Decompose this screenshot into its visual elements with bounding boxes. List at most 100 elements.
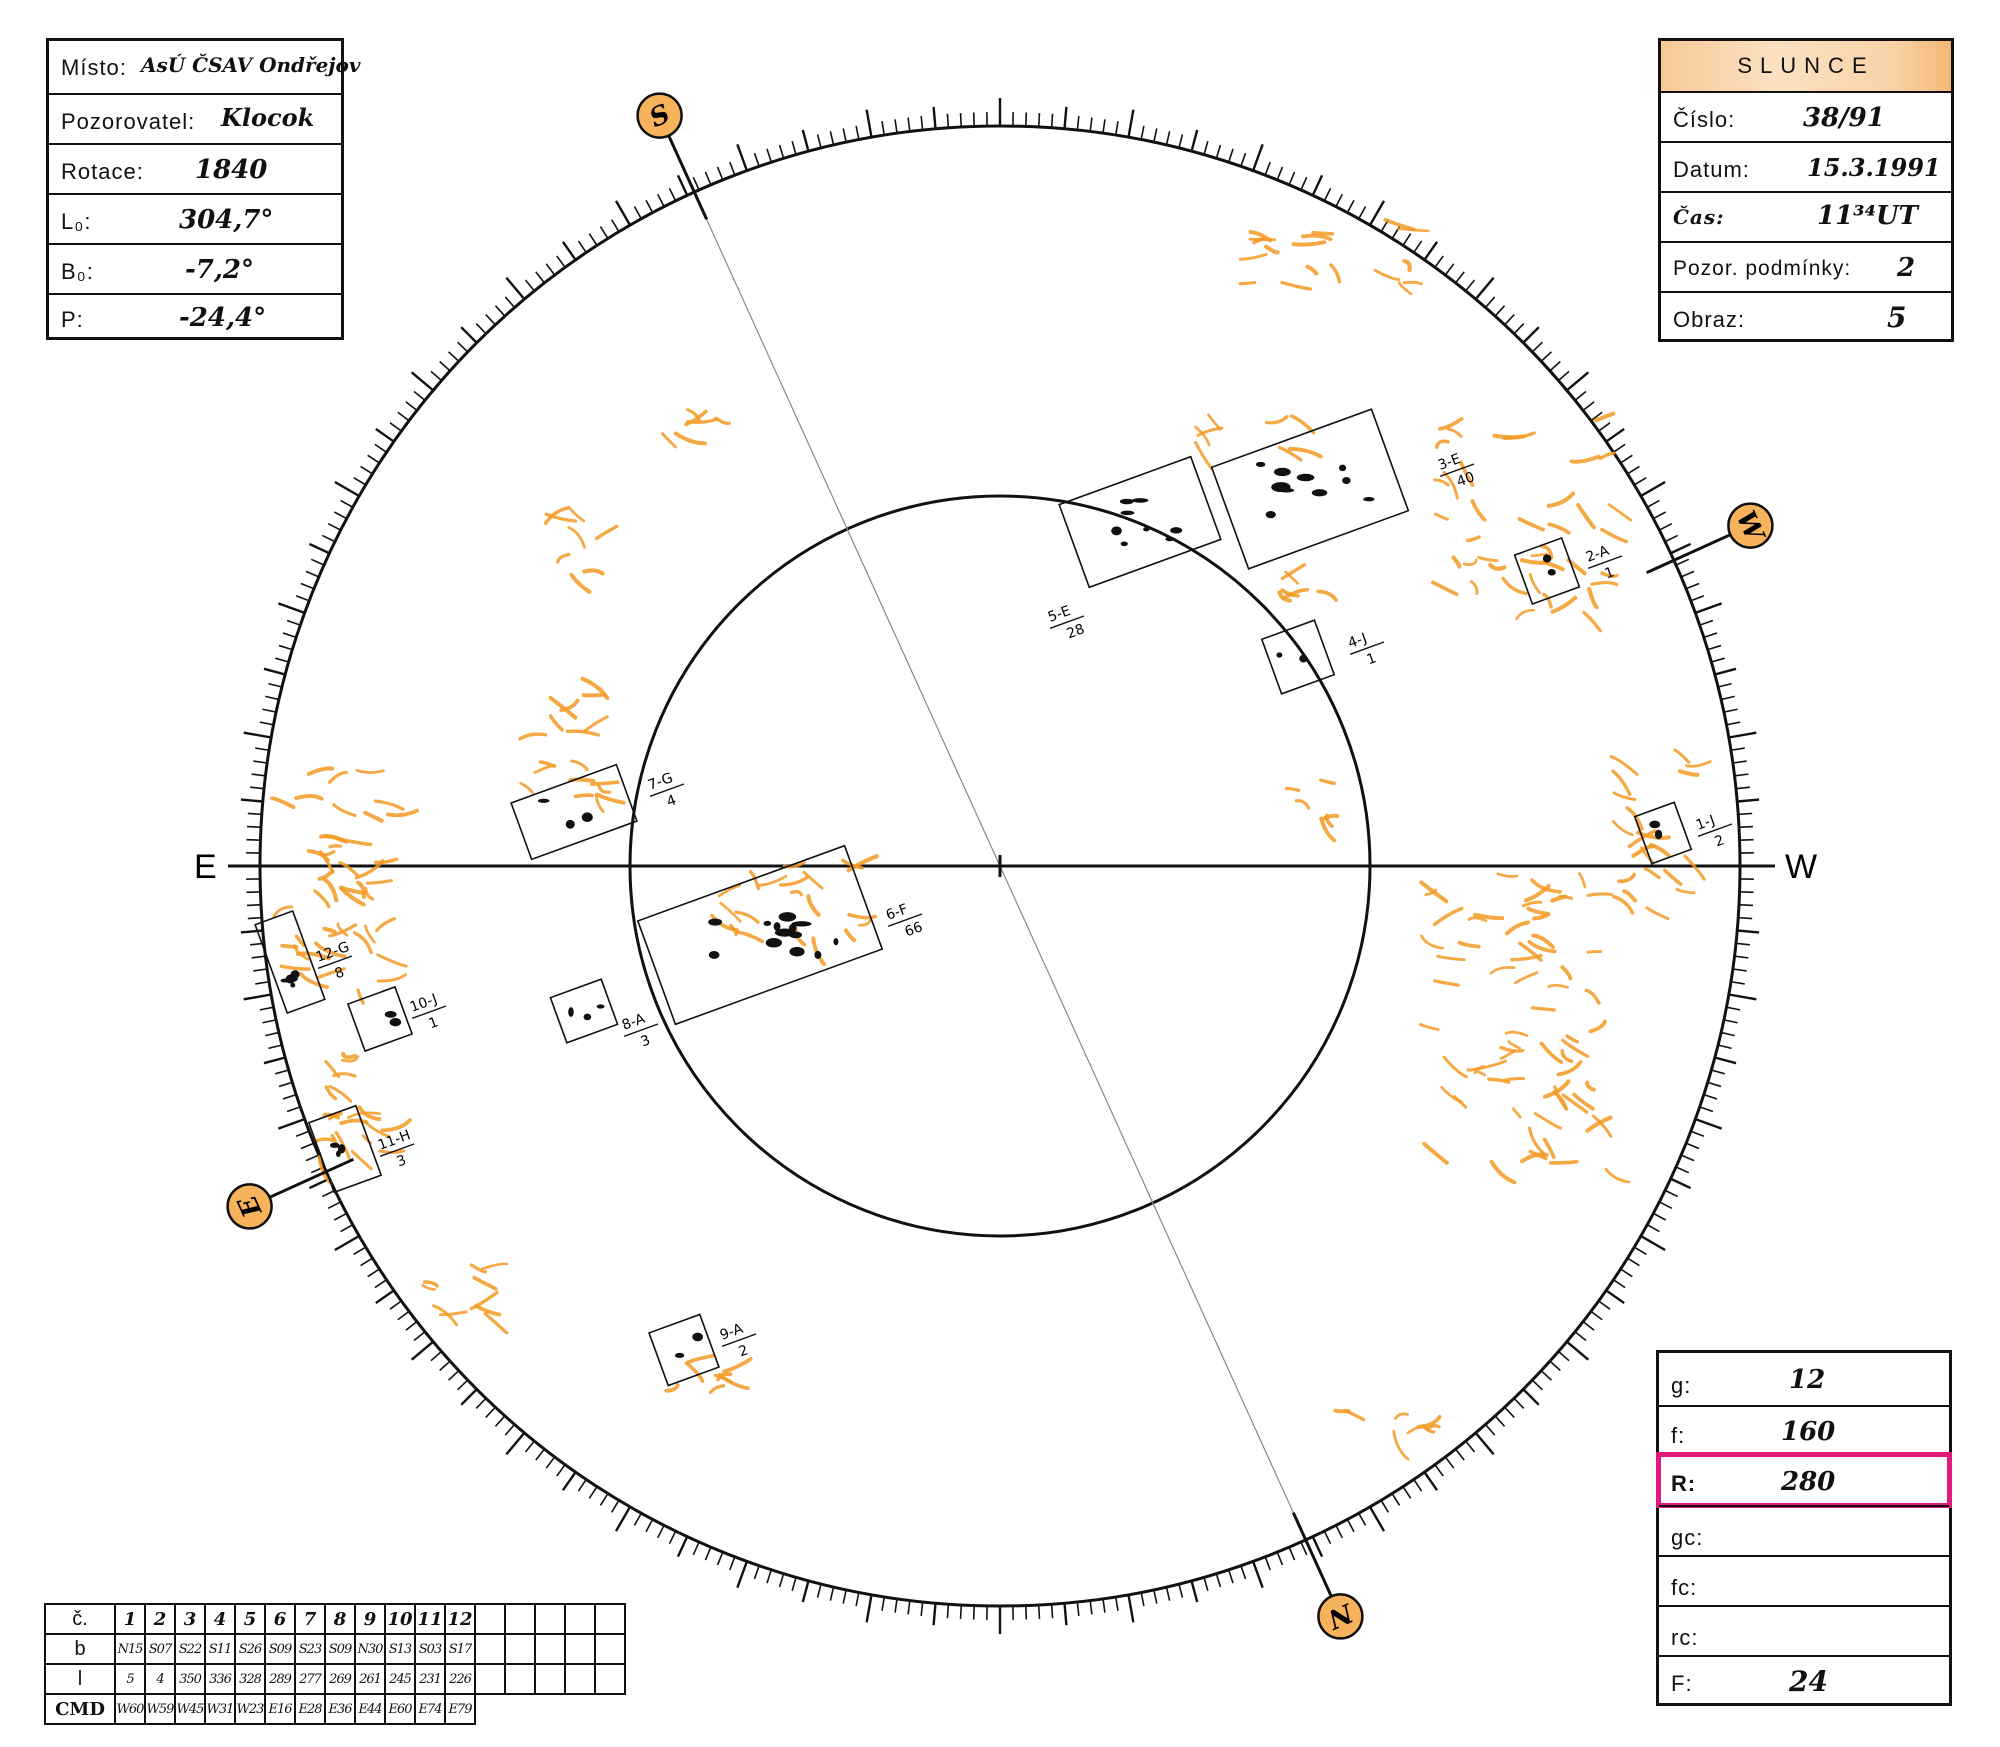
facula-stroke <box>1501 576 1529 596</box>
sunspot-group-count: 3 <box>395 1152 409 1170</box>
limb-tick <box>360 465 373 475</box>
l0-value: 304,7° <box>179 205 274 235</box>
table-cell: E60 <box>384 1693 416 1725</box>
facula-stroke <box>844 928 857 943</box>
facula-stroke <box>1305 264 1319 276</box>
limb-tick <box>295 595 310 602</box>
table-cell: 5 <box>234 1603 266 1635</box>
limb-tick <box>246 903 262 907</box>
facula-stroke <box>328 1084 353 1103</box>
sunspot <box>774 928 795 937</box>
table-cell <box>534 1663 566 1695</box>
facula-stroke <box>1422 1141 1449 1165</box>
limb-tick <box>524 279 535 292</box>
sunspot-group: 6-F66 <box>636 844 925 1026</box>
limb-tick <box>504 1423 516 1436</box>
limb-tick <box>1646 499 1660 508</box>
facula-stroke <box>664 1383 680 1393</box>
limb-tick <box>1658 1201 1673 1210</box>
facula-stroke <box>1519 1152 1545 1164</box>
limb-tick <box>801 129 810 152</box>
limb-tick <box>1127 109 1135 138</box>
limb-tick <box>545 1456 556 1469</box>
limb-tick <box>865 1594 873 1623</box>
table-row-label: CMD <box>44 1693 116 1725</box>
limb-tick <box>791 1577 797 1592</box>
sunspot-group-count: 40 <box>1455 469 1477 490</box>
sunspot-group-count: 1 <box>427 1014 441 1032</box>
p-value: -24,4° <box>179 303 267 333</box>
limb-tick <box>1738 825 1754 829</box>
limb-tick <box>1703 632 1718 639</box>
facula-stroke <box>1265 415 1289 425</box>
limb-tick <box>1714 1056 1737 1065</box>
sunspot-group-count: 3 <box>639 1032 653 1050</box>
sunspot <box>1165 536 1174 542</box>
limb-tick <box>439 360 451 372</box>
sun-title-row: SLUNCE <box>1661 41 1951 91</box>
sunspot <box>583 1013 592 1021</box>
limb-tick <box>308 542 330 555</box>
facula-stroke <box>1193 440 1214 471</box>
facula-stroke <box>421 1283 437 1291</box>
facula-stroke <box>1324 813 1334 829</box>
limb-tick <box>1203 140 1209 155</box>
facula-stroke <box>565 729 601 737</box>
limb-tick <box>1413 240 1423 253</box>
r-label: R: <box>1671 1471 1697 1496</box>
observer-value: Klocok <box>221 103 315 132</box>
facula-stroke <box>1277 445 1303 462</box>
sunspot-group: 10-J1 <box>346 985 447 1053</box>
facula-stroke <box>363 1120 391 1138</box>
facula-stroke <box>1547 983 1569 989</box>
limb-tick <box>920 116 924 131</box>
limb-tick <box>1504 1406 1515 1418</box>
table-cell: 9 <box>354 1603 386 1635</box>
facula-stroke <box>673 431 707 446</box>
sunspot-group-label: 5-E <box>1046 603 1073 626</box>
stat-row-f: f: 160 <box>1659 1405 1949 1455</box>
limb-tick <box>1734 773 1749 777</box>
limb-tick <box>599 1493 609 1506</box>
facula-stroke <box>1294 799 1311 810</box>
conditions-label: Pozor. podmínky: <box>1673 257 1852 280</box>
table-row-label: l <box>44 1663 116 1695</box>
facula-stroke <box>778 875 810 887</box>
statistics-box: g: 12 f: 160 R: 280 gc: fc: rc: F: 24 <box>1656 1350 1952 1706</box>
limb-tick <box>1557 1350 1570 1362</box>
sunspot <box>1276 652 1283 658</box>
facula-stroke <box>1397 281 1413 296</box>
facula-stroke <box>1546 491 1575 508</box>
limb-tick <box>668 187 677 202</box>
limb-tick <box>1738 916 1753 920</box>
facula-stroke <box>1252 236 1267 245</box>
table-cell <box>474 1663 506 1695</box>
sunspot <box>1649 820 1661 829</box>
limb-tick <box>1540 351 1552 362</box>
limb-tick <box>1444 1456 1455 1469</box>
limb-tick <box>753 152 760 167</box>
limb-tick <box>894 1598 898 1613</box>
facula-stroke <box>1531 933 1555 949</box>
facula-stroke <box>1329 263 1342 284</box>
limb-tick <box>766 1569 773 1584</box>
limb-tick <box>1227 148 1234 163</box>
limb-tick <box>1063 1603 1068 1626</box>
table-cell: S26 <box>234 1633 266 1665</box>
limb-tick <box>1423 1471 1439 1491</box>
limb-tick <box>1728 993 1757 1001</box>
limb-tick <box>855 125 860 140</box>
limb-tick <box>360 1257 373 1267</box>
sunspot <box>1363 497 1375 502</box>
limb-tick <box>1699 1106 1714 1113</box>
limb-tick <box>842 128 847 143</box>
observation-info-box: Místo: AsÚ ČSAV Ondřejov Pozorovatel: Kl… <box>46 38 361 340</box>
facula-stroke <box>363 810 384 823</box>
facula-stroke <box>1492 433 1526 440</box>
sun-title: SLUNCE <box>1737 53 1875 78</box>
limb-tick <box>1190 129 1199 152</box>
limb-tick <box>259 1006 274 1011</box>
limb-tick <box>1358 206 1367 220</box>
limb-tick <box>494 305 506 317</box>
limb-tick <box>645 1519 654 1533</box>
